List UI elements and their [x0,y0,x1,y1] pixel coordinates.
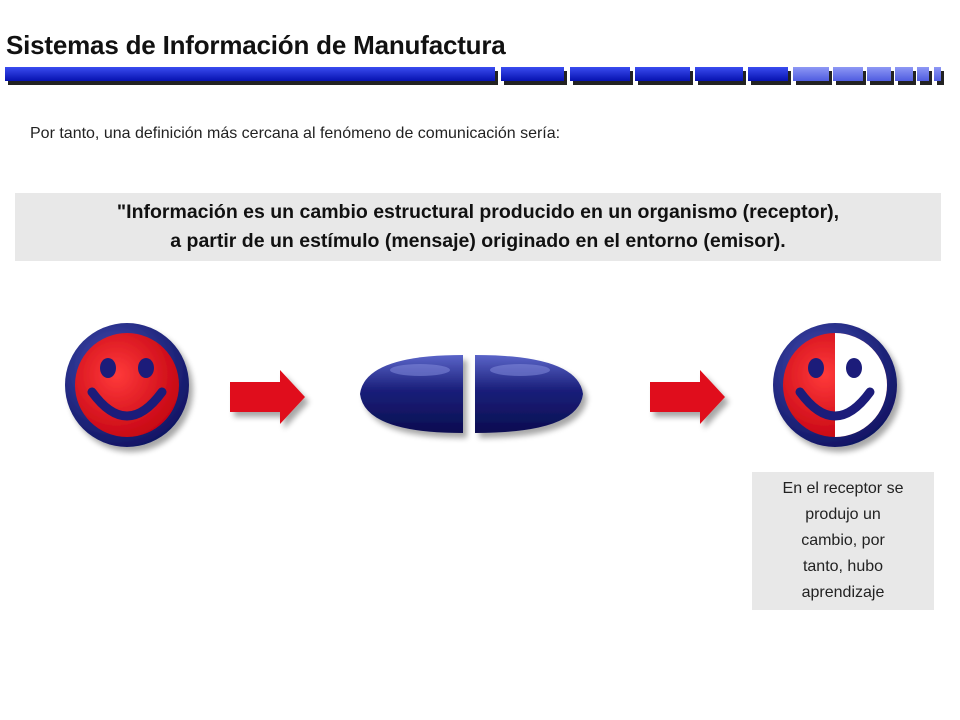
page-title: Sistemas de Información de Manufactura [6,30,506,60]
title-bar-segment [833,67,863,81]
definition-quote-box: "Información es un cambio estructural pr… [15,193,941,261]
message-pill-icon [360,355,583,433]
note-line: cambio, por [801,532,885,549]
receptor-smiley-icon [773,323,897,447]
title-bar-segment [695,67,743,81]
title-bar-segment [793,67,829,81]
emitter-smiley-icon [65,323,189,447]
title-bar-segment [917,67,929,81]
arrow-right-icon [650,370,725,424]
title-bar-segment [895,67,913,81]
title-bar-segment [635,67,690,81]
title-bar-segment [748,67,788,81]
note-line: produjo un [805,506,881,523]
title-bar-segment [570,67,630,81]
communication-diagram [65,323,897,447]
quote-line-2: a partir de un estímulo (mensaje) origin… [170,230,786,252]
title-decoration-bar [5,67,944,85]
note-line: tanto, hubo [802,558,884,575]
title-bar-segment [934,67,941,81]
quote-line-1: "Información es un cambio estructural pr… [116,201,840,223]
arrow-right-icon [230,370,305,424]
note-line: aprendizaje [801,584,885,601]
title-bar-segment [5,67,495,81]
receptor-note-box: En el receptor se produjo un cambio, por… [752,472,934,610]
title-bar-segment [867,67,891,81]
intro-text: Por tanto, una definición más cercana al… [30,125,561,142]
note-line: En el receptor se [782,480,904,497]
title-bar-segment [501,67,564,81]
